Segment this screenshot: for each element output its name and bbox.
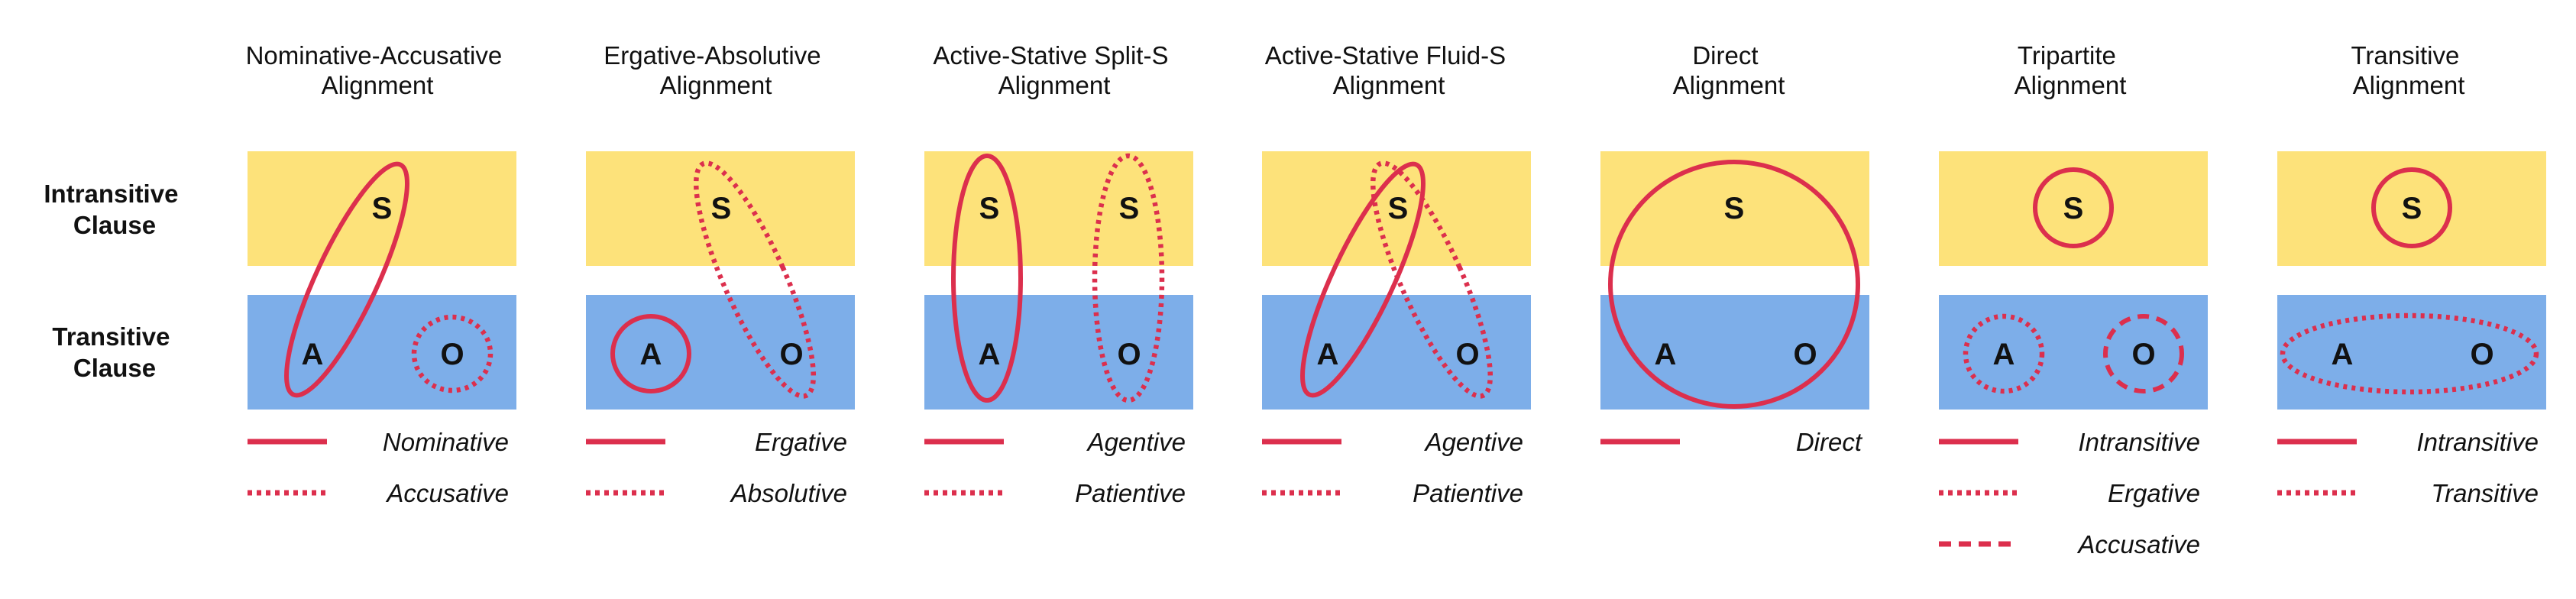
argument-s: S bbox=[2063, 192, 2084, 225]
legend-label-transitive: Transitive bbox=[2431, 479, 2539, 507]
argument-a: A bbox=[640, 338, 662, 371]
panel-title-line-2: Alignment bbox=[2015, 71, 2127, 99]
panel-title-line-1: Ergative-Absolutive bbox=[604, 41, 820, 70]
row-label-intransitive-line-2: Clause bbox=[73, 211, 156, 239]
argument-o: O bbox=[1117, 338, 1141, 371]
accusative-ring bbox=[411, 314, 494, 393]
row-label-intransitive-line-1: Intransitive bbox=[44, 180, 178, 208]
transitive-band bbox=[1600, 295, 1869, 410]
argument-s-patientive: S bbox=[1119, 192, 1140, 225]
argument-o: O bbox=[2131, 338, 2155, 371]
panel-title-line-2: Alignment bbox=[998, 71, 1111, 99]
argument-s: S bbox=[372, 192, 393, 225]
intransitive-band bbox=[586, 151, 855, 266]
absolutive-ring bbox=[693, 160, 817, 399]
argument-a: A bbox=[1655, 338, 1677, 371]
panel-tripartite: Tripartite Alignment S A O Intransitive … bbox=[1939, 41, 2208, 559]
legend-label-ergative: Ergative bbox=[2108, 479, 2200, 507]
row-label-transitive-line-1: Transitive bbox=[52, 322, 170, 351]
legend-label-agentive: Agentive bbox=[1424, 428, 1523, 456]
panel-title: Ergative-Absolutive Alignment bbox=[604, 41, 827, 99]
argument-a: A bbox=[2332, 338, 2354, 371]
panel-title-line-2: Alignment bbox=[660, 71, 772, 99]
agentive-ring bbox=[1300, 161, 1426, 398]
legend-label-ergative: Ergative bbox=[755, 428, 847, 456]
row-label-intransitive: Intransitive Clause bbox=[44, 180, 185, 239]
panel-title-line-1: Nominative-Accusative bbox=[246, 41, 503, 70]
panel-title-line-2: Alignment bbox=[1673, 71, 1785, 99]
panel-title-line-2: Alignment bbox=[2353, 71, 2465, 99]
panel-nominative-accusative: Nominative-Accusative Alignment S A O No… bbox=[246, 41, 516, 507]
panel-title: Active-Stative Fluid-S Alignment bbox=[1265, 41, 1513, 99]
argument-a: A bbox=[1993, 338, 2015, 371]
panel-title-line-1: Active-Stative Split-S bbox=[933, 41, 1168, 70]
row-label-transitive-line-2: Clause bbox=[73, 354, 156, 382]
argument-o: O bbox=[2470, 338, 2493, 371]
panel-transitive: Transitive Alignment S A O Intransitive … bbox=[2277, 41, 2546, 507]
argument-s: S bbox=[1724, 192, 1745, 225]
panel-ergative-absolutive: Ergative-Absolutive Alignment S A O Erga… bbox=[586, 41, 855, 507]
argument-o: O bbox=[1793, 338, 1817, 371]
direct-ring bbox=[1608, 160, 1860, 409]
panel-title: Nominative-Accusative Alignment bbox=[246, 41, 510, 99]
panel-title: Transitive Alignment bbox=[2351, 41, 2467, 99]
argument-a: A bbox=[979, 338, 1001, 371]
legend-label-direct: Direct bbox=[1796, 428, 1863, 456]
panel-title-line-1: Direct bbox=[1692, 41, 1758, 70]
transitive-band bbox=[924, 295, 1193, 410]
panel-title: Active-Stative Split-S Alignment bbox=[933, 41, 1175, 99]
legend-label-nominative: Nominative bbox=[383, 428, 509, 456]
legend-label-patientive: Patientive bbox=[1075, 479, 1186, 507]
legend-label-accusative: Accusative bbox=[2076, 530, 2200, 559]
legend-label-agentive: Agentive bbox=[1086, 428, 1186, 456]
ergative-ring bbox=[610, 314, 691, 393]
panel-direct: Direct Alignment S A O Direct bbox=[1600, 41, 1869, 456]
legend-label-accusative: Accusative bbox=[385, 479, 509, 507]
transitive-band bbox=[1262, 295, 1531, 410]
panel-active-stative-fluid-s: Active-Stative Fluid-S Alignment S A O A… bbox=[1262, 41, 1531, 507]
transitive-band bbox=[586, 295, 855, 410]
panel-active-stative-split-s: Active-Stative Split-S Alignment S S A O… bbox=[924, 41, 1193, 507]
argument-o: O bbox=[779, 338, 803, 371]
panel-title-line-1: Active-Stative Fluid-S bbox=[1265, 41, 1506, 70]
panel-title-line-1: Tripartite bbox=[2018, 41, 2116, 70]
patientive-ring bbox=[1092, 153, 1165, 403]
transitive-band bbox=[248, 295, 516, 410]
panel-title-line-2: Alignment bbox=[322, 71, 434, 99]
transitive-band bbox=[1939, 295, 2208, 410]
intransitive-ring bbox=[2371, 167, 2452, 248]
transitive-ring bbox=[2280, 312, 2539, 395]
legend-label-absolutive: Absolutive bbox=[730, 479, 847, 507]
argument-s: S bbox=[1388, 192, 1409, 225]
accusative-ring bbox=[2103, 314, 2184, 393]
row-label-transitive: Transitive Clause bbox=[52, 322, 176, 382]
legend-label-patientive: Patientive bbox=[1413, 479, 1523, 507]
argument-s-agentive: S bbox=[979, 192, 1000, 225]
argument-s: S bbox=[2402, 192, 2422, 225]
panel-title: Direct Alignment bbox=[1673, 41, 1785, 99]
argument-a: A bbox=[1317, 338, 1339, 371]
agentive-ring bbox=[951, 154, 1023, 403]
patientive-ring bbox=[1370, 160, 1493, 399]
argument-s: S bbox=[711, 192, 732, 225]
argument-o: O bbox=[1455, 338, 1479, 371]
intransitive-band bbox=[1600, 151, 1869, 266]
legend-label-intransitive: Intransitive bbox=[2416, 428, 2539, 456]
legend-label-intransitive: Intransitive bbox=[2078, 428, 2200, 456]
panel-title: Tripartite Alignment bbox=[2015, 41, 2127, 99]
panel-title-line-2: Alignment bbox=[1333, 71, 1445, 99]
intransitive-band bbox=[924, 151, 1193, 266]
ergative-ring bbox=[1963, 313, 2045, 394]
nominative-ring bbox=[284, 161, 409, 398]
argument-o: O bbox=[440, 338, 464, 371]
argument-a: A bbox=[302, 338, 324, 371]
intransitive-ring bbox=[2033, 167, 2114, 248]
panel-title-line-1: Transitive bbox=[2351, 41, 2460, 70]
